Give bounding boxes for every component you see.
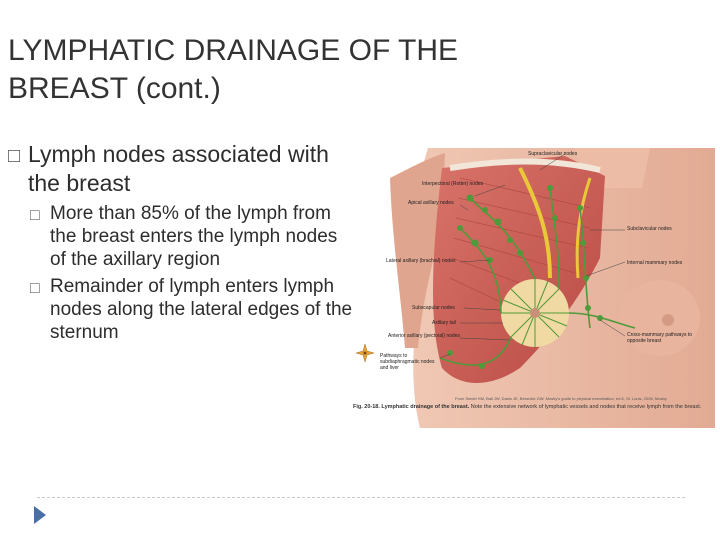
vessel (575, 177, 592, 279)
pectoral-muscle (433, 156, 605, 383)
bullet-box-icon: □ (8, 145, 21, 167)
label-anterior: Anterior axillary (pectoral) nodes (388, 333, 460, 339)
label-leaders (439, 153, 626, 359)
label-apical: Apical axillary nodes (408, 200, 454, 206)
sub-bullet-text: Remainder of lymph enters lymph nodes al… (50, 276, 353, 343)
label-supraclavicular: Supraclavicular nodes (528, 151, 578, 157)
label-cross-mammary: Cross-mammary pathways to opposite breas… (627, 332, 693, 344)
mammary-gland (501, 279, 569, 347)
label-axillary-tail: Axillary tail (432, 320, 456, 326)
right-breast (620, 280, 700, 356)
bullet-box-icon: □ (30, 207, 40, 224)
footer-divider (37, 497, 685, 498)
vessel (518, 167, 552, 279)
arm (390, 153, 445, 348)
label-lateral: Lateral axillary (brachial) nodes (386, 258, 456, 264)
compass-rose-icon (355, 343, 375, 363)
figure-caption-bold: Fig. 20-18. Lymphatic drainage of the br… (353, 404, 470, 410)
bullet-text: Lymph nodes associated with the breast (28, 141, 329, 196)
slide-title: LYMPHATIC DRAINAGE OF THE BREAST (cont.) (8, 34, 459, 105)
label-subscapular: Subscapular nodes (412, 305, 455, 311)
bullet-list: □ Lymph nodes associated with the breast… (8, 140, 353, 344)
lymph-nodes (447, 185, 603, 369)
label-subdiaphragmatic: Pathways to subdiaphragmatic nodes and l… (380, 353, 435, 371)
label-subclavicular: Subclavicular nodes (627, 226, 672, 232)
nipple (662, 314, 674, 326)
label-internal-mammary: Internal mammary nodes (627, 260, 683, 266)
bullet-box-icon: □ (30, 280, 40, 297)
breast-lymph-figure: Supraclavicular nodes Interpectoral (Rot… (350, 148, 715, 428)
figure-credit: From Seidel HM, Ball JW, Dains JE, Bened… (455, 396, 668, 401)
figure-caption-rest: Note the extensive network of lymphatic … (469, 404, 702, 410)
sub-bullet-text: More than 85% of the lymph from the brea… (50, 203, 338, 270)
play-triangle-icon[interactable] (33, 505, 47, 530)
clavicle (449, 158, 601, 173)
sub-bullet-item: □ Remainder of lymph enters lymph nodes … (30, 275, 353, 344)
sub-bullet-item: □ More than 85% of the lymph from the br… (30, 202, 353, 271)
anatomy-illustration (355, 148, 715, 428)
figure-caption: Fig. 20-18. Lymphatic drainage of the br… (353, 404, 713, 411)
label-interpectoral: Interpectoral (Rotter) nodes (422, 181, 484, 187)
bullet-item: □ Lymph nodes associated with the breast (8, 140, 353, 198)
